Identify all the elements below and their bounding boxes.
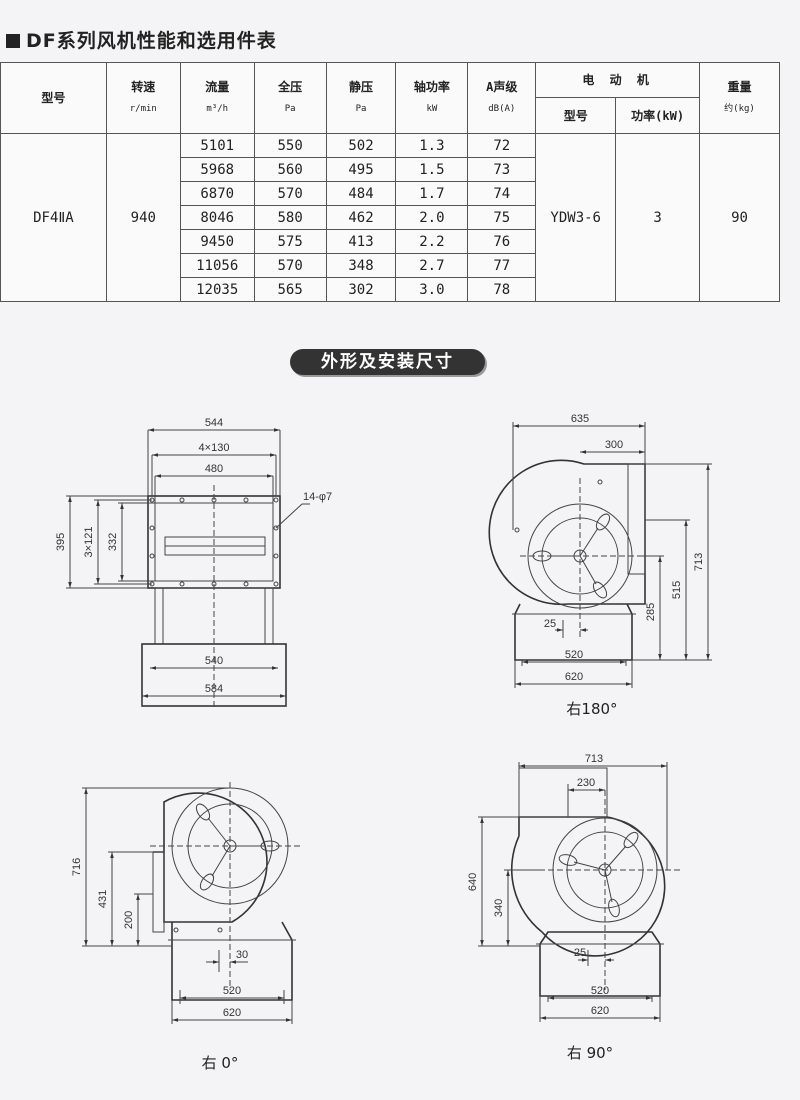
- dim-14phi7: 14-φ7: [303, 491, 332, 503]
- cell-speed: 940: [105, 133, 181, 302]
- cell-flow: 9450: [179, 229, 255, 254]
- cell-total: 570: [253, 181, 327, 206]
- dim-200: 200: [123, 911, 135, 929]
- view-right-180: 635 300 713 515 285 25 520 620 右180°: [488, 413, 712, 718]
- header-motor-model: 型号: [535, 97, 617, 134]
- dim-520: 520: [565, 649, 583, 661]
- dim-30: 30: [236, 949, 248, 961]
- dim-620: 620: [565, 671, 583, 683]
- r180-base: [514, 603, 633, 661]
- cell-noise: 78: [467, 277, 537, 302]
- header-motor: 电 动 机: [535, 62, 701, 98]
- dim-480: 480: [205, 463, 223, 475]
- cell-motor-model: YDW3-6: [535, 133, 617, 302]
- cell-noise: 74: [467, 181, 537, 206]
- dim-620: 620: [591, 1005, 609, 1017]
- dim-431: 431: [97, 890, 109, 908]
- dim-584: 584: [205, 683, 223, 695]
- title-text: DF系列风机性能和选用件表: [26, 30, 277, 52]
- dim-620: 620: [223, 1007, 241, 1019]
- cell-flow: 12035: [179, 277, 255, 302]
- r90-housing: [518, 816, 666, 957]
- cell-flow: 5968: [179, 157, 255, 182]
- cell-power: 1.3: [395, 133, 469, 158]
- dim-285: 285: [645, 603, 657, 621]
- cell-static: 413: [325, 229, 397, 254]
- cell-flow: 8046: [179, 205, 255, 230]
- dim-332: 332: [107, 533, 119, 551]
- header-model: 型号: [0, 62, 107, 134]
- cell-total: 575: [253, 229, 327, 254]
- dim-544: 544: [205, 417, 223, 429]
- dim-713: 713: [585, 753, 603, 765]
- cell-total: 560: [253, 157, 327, 182]
- square-bullet-icon: [6, 34, 20, 48]
- dim-300: 300: [605, 439, 623, 451]
- front-view: 544 4×130 480 14-φ7 395 3×121 332 540 58…: [55, 417, 332, 710]
- r180-housing: [488, 459, 646, 606]
- view-right-90: 713 230 640 340 25 520 620 右 90°: [467, 753, 680, 1062]
- cell-static: 302: [325, 277, 397, 302]
- header-motor-power: 功率(kW): [615, 97, 701, 134]
- dim-713: 713: [693, 553, 705, 571]
- cell-noise: 72: [467, 133, 537, 158]
- caption-r90: 右 90°: [567, 1044, 613, 1062]
- cell-flow: 6870: [179, 181, 255, 206]
- cell-flow: 11056: [179, 253, 255, 278]
- caption-r180: 右180°: [566, 700, 617, 718]
- dim-540: 540: [205, 655, 223, 667]
- dim-4x130: 4×130: [199, 442, 230, 454]
- cell-total: 580: [253, 205, 327, 230]
- cell-weight: 90: [699, 133, 780, 302]
- dim-230: 230: [577, 777, 595, 789]
- cell-noise: 76: [467, 229, 537, 254]
- dim-520: 520: [591, 985, 609, 997]
- dim-3x121: 3×121: [83, 527, 95, 558]
- dim-640: 640: [467, 873, 479, 891]
- cell-model: DF4ⅡA: [0, 133, 107, 302]
- cell-power: 3.0: [395, 277, 469, 302]
- dim-395: 395: [55, 533, 67, 551]
- cell-power: 2.0: [395, 205, 469, 230]
- dim-515: 515: [671, 581, 683, 599]
- view-right-0: 716 431 200 30 520 620 右 0°: [71, 782, 300, 1072]
- dim-716: 716: [71, 858, 83, 876]
- dim-635: 635: [571, 413, 589, 425]
- cell-noise: 77: [467, 253, 537, 278]
- dim-25: 25: [574, 947, 586, 959]
- dim-340: 340: [493, 899, 505, 917]
- cell-static: 348: [325, 253, 397, 278]
- cell-power: 1.5: [395, 157, 469, 182]
- dim-520: 520: [223, 985, 241, 997]
- section-banner: 外形及安装尺寸: [290, 349, 485, 375]
- r0-housing: [153, 792, 268, 923]
- dim-25: 25: [544, 618, 556, 630]
- caption-r0: 右 0°: [202, 1054, 239, 1072]
- page-title: DF系列风机性能和选用件表: [6, 26, 277, 53]
- cell-static: 502: [325, 133, 397, 158]
- cell-total: 565: [253, 277, 327, 302]
- header-weight: 重量约(kg): [699, 62, 780, 134]
